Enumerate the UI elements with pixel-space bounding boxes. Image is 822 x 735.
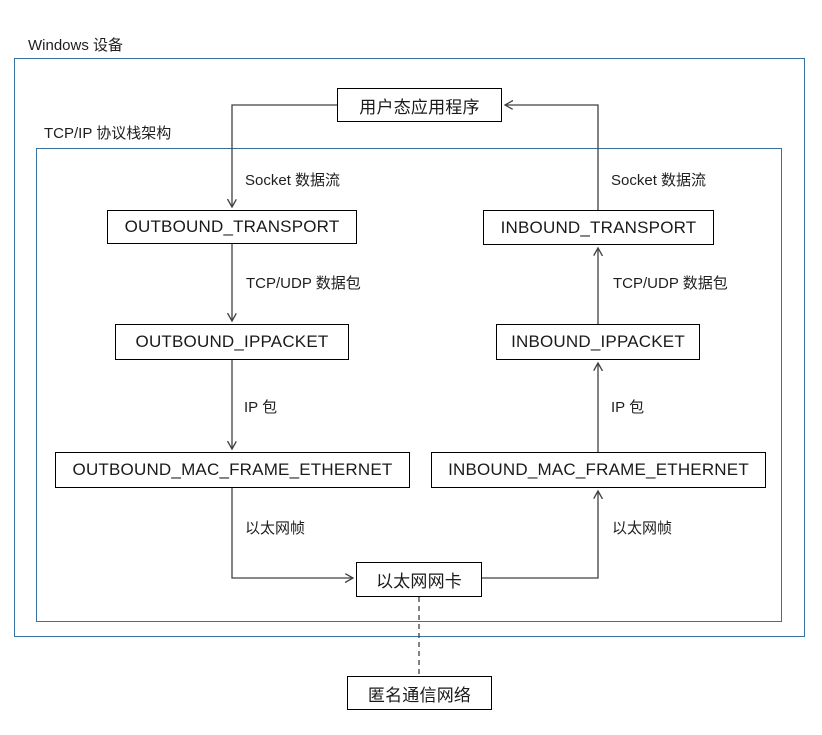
connector-inbound-transport-to-userapp xyxy=(505,105,599,210)
node-inbound-transport: INBOUND_TRANSPORT xyxy=(483,210,714,245)
windows-device-container xyxy=(14,58,805,637)
node-outbound-mac-frame-ethernet-label: OUTBOUND_MAC_FRAME_ETHERNET xyxy=(72,460,393,479)
node-user-mode-application-label: 用户态应用程序 xyxy=(359,97,480,117)
node-inbound-ippacket-label: INBOUND_IPPACKET xyxy=(511,332,685,351)
node-outbound-mac-frame-ethernet: OUTBOUND_MAC_FRAME_ETHERNET xyxy=(55,452,410,488)
connector-nic-to-inbound-mac xyxy=(482,491,598,579)
node-outbound-transport: OUTBOUND_TRANSPORT xyxy=(107,210,357,244)
inner-container-label: TCP/IP 协议栈架构 xyxy=(44,125,172,142)
edge-label-tcpudp-inbound: TCP/UDP 数据包 xyxy=(613,275,728,292)
edge-label-socket-outbound: Socket 数据流 xyxy=(245,172,341,189)
node-anonymous-network-label: 匿名通信网络 xyxy=(367,685,472,705)
outer-container-label: Windows 设备 xyxy=(28,37,124,54)
node-user-mode-application: 用户态应用程序 xyxy=(337,88,502,122)
edge-label-ethernet-outbound: 以太网帧 xyxy=(245,520,306,537)
connector-userapp-to-outbound-transport xyxy=(232,104,337,207)
edge-label-ip-inbound: IP 包 xyxy=(611,399,645,416)
edge-label-tcpudp-outbound: TCP/UDP 数据包 xyxy=(246,275,361,292)
node-inbound-mac-frame-ethernet-label: INBOUND_MAC_FRAME_ETHERNET xyxy=(448,460,749,479)
edge-label-socket-inbound: Socket 数据流 xyxy=(611,172,707,189)
node-inbound-ippacket: INBOUND_IPPACKET xyxy=(496,324,700,360)
node-ethernet-nic-label: 以太网网卡 xyxy=(376,572,462,591)
node-anonymous-network: 匿名通信网络 xyxy=(347,676,492,710)
node-ethernet-nic: 以太网网卡 xyxy=(356,562,482,597)
edge-label-ip-outbound: IP 包 xyxy=(244,399,278,416)
node-inbound-mac-frame-ethernet: INBOUND_MAC_FRAME_ETHERNET xyxy=(431,452,766,488)
node-outbound-transport-label: OUTBOUND_TRANSPORT xyxy=(124,217,340,236)
tcpip-stack-container xyxy=(36,148,782,622)
node-outbound-ippacket: OUTBOUND_IPPACKET xyxy=(115,324,349,360)
node-inbound-transport-label: INBOUND_TRANSPORT xyxy=(500,217,697,237)
edge-label-ethernet-inbound: 以太网帧 xyxy=(612,520,673,537)
connector-outbound-mac-to-nic xyxy=(231,488,353,578)
node-outbound-ippacket-label: OUTBOUND_IPPACKET xyxy=(135,332,329,351)
